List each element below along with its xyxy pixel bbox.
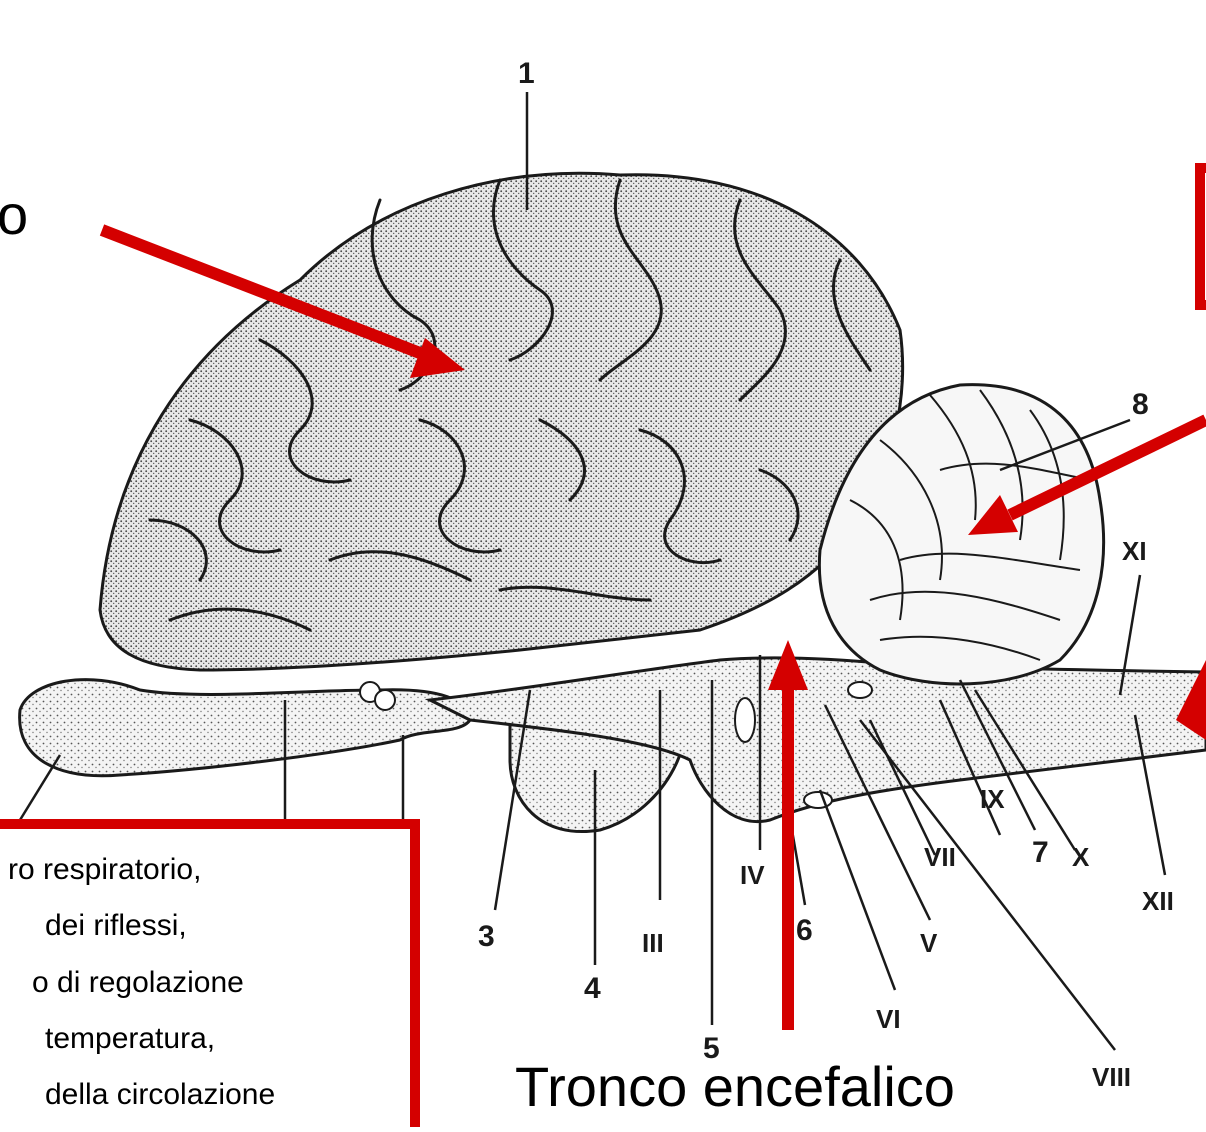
info-box-line-3: o di regolazione [32, 966, 244, 999]
brainstem-caption: Tronco encefalico [515, 1055, 955, 1118]
red-box-top-right [1200, 168, 1206, 305]
label-4: 4 [584, 972, 601, 1005]
label-III: III [642, 928, 664, 958]
label-V: V [920, 928, 938, 958]
label-1: 1 [518, 57, 535, 90]
label-VI: VI [876, 1004, 901, 1034]
label-8: 8 [1132, 388, 1149, 421]
label-7: 7 [1032, 836, 1049, 869]
label-6: 6 [796, 914, 813, 947]
info-box-line-2: dei riflessi, [45, 909, 187, 942]
cerebrum-caption-partial: o [0, 183, 28, 246]
label-XI: XI [1122, 536, 1147, 566]
label-IX: IX [980, 784, 1005, 814]
label-X: X [1072, 842, 1090, 872]
info-box-line-1: ro respiratorio, [8, 853, 201, 886]
label-3: 3 [478, 920, 495, 953]
label-VII: VII [924, 842, 956, 872]
label-IV: IV [740, 860, 765, 890]
info-box-line-5: della circolazione [45, 1078, 275, 1111]
info-box-line-4: temperatura, [45, 1022, 215, 1055]
label-5: 5 [703, 1032, 720, 1065]
label-XII: XII [1142, 886, 1174, 916]
cerebrum [100, 173, 903, 670]
label-VIII: VIII [1092, 1062, 1131, 1092]
info-box: ro respiratorio, dei riflessi, o di rego… [0, 824, 415, 1127]
